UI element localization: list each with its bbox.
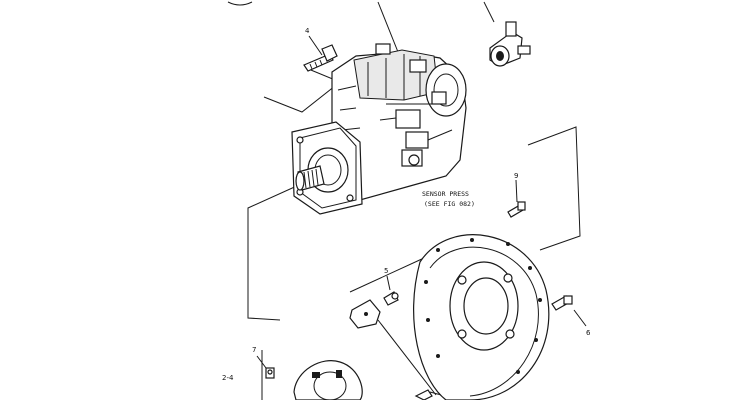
- callout-6: 6: [586, 329, 591, 337]
- partial-part-top-left: [227, 1, 253, 6]
- note-line-1: SENSOR PRESS: [422, 190, 469, 198]
- hydraulic-pump-assembly: [291, 43, 467, 215]
- flange-plate: [413, 234, 550, 400]
- callout-7: 7: [252, 346, 256, 354]
- mounting-block: [349, 299, 381, 329]
- washer-part-7: [256, 355, 275, 379]
- note-line-2: (SEE FIG 082): [424, 200, 475, 208]
- exploded-guides: [247, 67, 581, 400]
- callout-4: 4: [305, 27, 310, 35]
- callout-9: 9: [514, 172, 518, 180]
- bolt-part-4: [303, 35, 338, 72]
- coupling: [293, 360, 363, 400]
- bolt-bottom: [414, 389, 433, 400]
- bolt-part-6: [551, 295, 587, 327]
- bolt-part-9: [507, 179, 526, 218]
- sensor-press-note: SENSOR PRESS (SEE FIG 082): [422, 190, 475, 208]
- callout-2-4: 2-4: [222, 374, 234, 382]
- bolt-part-5: [383, 275, 399, 306]
- pump-fitting-top-right: [489, 21, 531, 67]
- callout-5: 5: [384, 267, 388, 275]
